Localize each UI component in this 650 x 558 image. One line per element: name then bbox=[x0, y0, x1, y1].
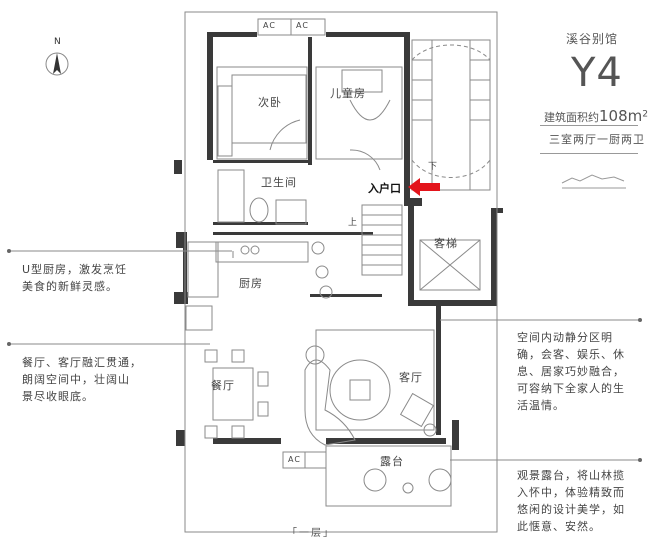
stairs-up-label: 上 bbox=[348, 218, 359, 228]
area-value: 108m bbox=[599, 107, 643, 125]
header-divider bbox=[540, 153, 638, 154]
room-kitchen: 厨房 bbox=[239, 277, 263, 290]
walls bbox=[174, 32, 503, 450]
entry-label: 入户口 bbox=[368, 182, 401, 195]
area-sup: 2 bbox=[642, 108, 649, 120]
room-living: 客厅 bbox=[399, 371, 423, 384]
ac-label: AC bbox=[288, 455, 301, 464]
area-label: 建筑面积约 bbox=[544, 111, 599, 124]
note-living: 空间内动静分区明 确，会客、娱乐、休 息、居家巧妙融合， 可容纳下全家人的生 活… bbox=[517, 331, 625, 412]
compass-label: N bbox=[54, 37, 61, 47]
note-dining: 餐厅、客厅融汇贯通， 朗阔空间中，壮阔山 景尽收眼底。 bbox=[22, 356, 142, 403]
header-divider bbox=[540, 125, 638, 126]
note-kitchen: U型厨房，激发烹饪 美食的新鲜灵感。 bbox=[22, 263, 128, 293]
room-bedroom2: 次卧 bbox=[258, 96, 282, 109]
ac-label: AC bbox=[296, 21, 309, 30]
lines bbox=[8, 11, 640, 533]
room-terrace: 露台 bbox=[380, 455, 404, 468]
project-name: 溪谷别馆 bbox=[566, 32, 619, 46]
building-area: 建筑面积约108m2 bbox=[544, 107, 648, 125]
stairs-down-label: 下 bbox=[428, 162, 439, 172]
entry-arrow-icon bbox=[408, 178, 440, 196]
room-kids: 儿童房 bbox=[330, 87, 366, 100]
room-elevator: 客梯 bbox=[434, 237, 458, 250]
model-code: Y4 bbox=[571, 50, 623, 96]
leader-dots bbox=[7, 249, 642, 462]
north-arrow-icon bbox=[53, 53, 61, 74]
ac-label: AC bbox=[263, 21, 276, 30]
landscape-logo-icon bbox=[561, 174, 626, 189]
room-dining: 餐厅 bbox=[211, 379, 235, 392]
layout-type: 三室两厅一厨两卫 bbox=[549, 133, 645, 146]
room-bathroom: 卫生间 bbox=[261, 176, 297, 189]
floor-label: 「一层」 bbox=[287, 528, 335, 539]
note-terrace: 观景露台，将山林揽 入怀中，体验精致而 悠闲的设计美学，如 此惬意、安然。 bbox=[517, 469, 625, 533]
